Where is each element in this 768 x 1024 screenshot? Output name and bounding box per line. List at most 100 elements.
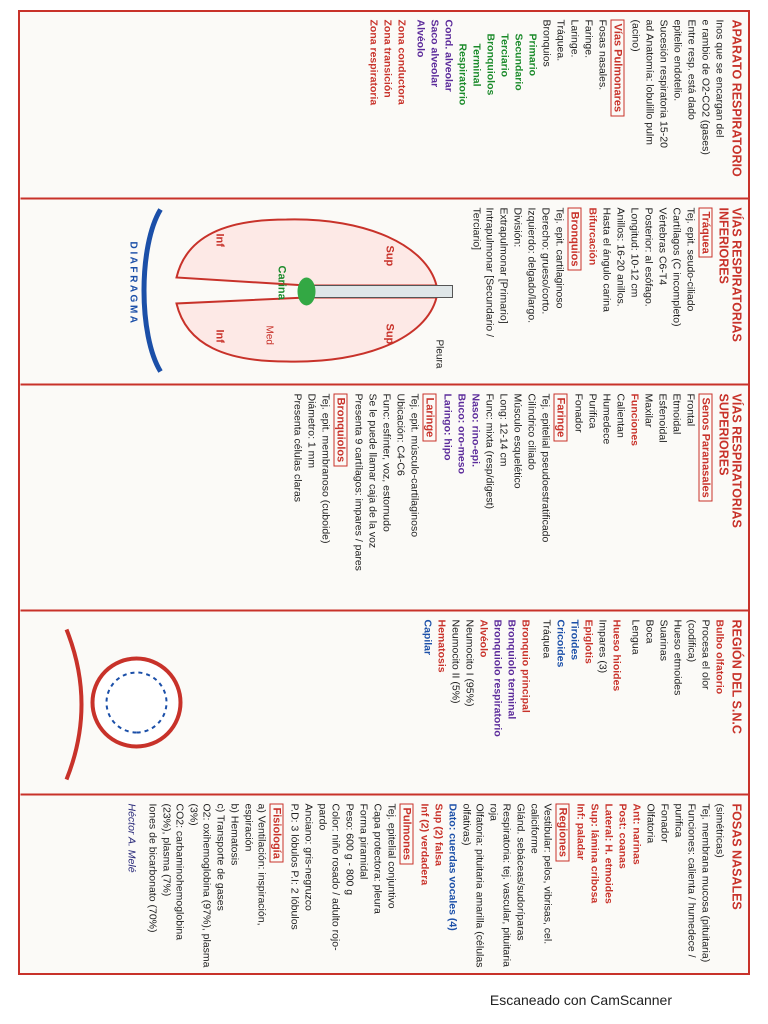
- rotated-content: Aparato Respiratorio Inos que se encarga…: [20, 12, 748, 973]
- text-line: CO2: carbaminohemoglobina (23%), plasma …: [160, 803, 186, 941]
- text-line: Inos que se encargan del: [713, 19, 726, 138]
- text-line: (codifica): [685, 619, 698, 663]
- diaphragm: [141, 208, 163, 373]
- diagram-label: Bronquiolo respiratorio: [491, 619, 504, 737]
- list-item: Bronquiolos: [484, 33, 497, 96]
- subsection-title: Laringe: [422, 393, 437, 602]
- text-line: Extrapulmonar [Primario]: [497, 207, 510, 324]
- right-lung: [175, 296, 438, 363]
- text-line: Inf (2) verdadera: [418, 803, 431, 886]
- list-item: Laringe.: [568, 19, 581, 58]
- text-line: Se le puede llamar caja de la voz: [366, 393, 379, 549]
- list-item: Ant: narinas: [630, 803, 643, 865]
- subsection-title: Senos Paranasales: [698, 393, 713, 602]
- list-item: Cond. alveolar: [442, 19, 455, 92]
- text-line: Boca: [643, 619, 656, 644]
- text-line: Iones de bicarbonato (70%): [146, 803, 159, 933]
- list-item: Purifica: [586, 393, 599, 429]
- section-title: Región del S.N.C: [729, 619, 744, 734]
- text-line: Intrapulmonar [Secundario / Terciario]: [470, 207, 496, 338]
- list-item: Post: coanas: [616, 803, 629, 869]
- text-line: epitelio endotelio.: [671, 19, 684, 102]
- bifurcacion-label: Bifurcación: [586, 207, 599, 266]
- text-line: Posterior: al esófago.: [642, 207, 655, 307]
- list-item: Sup: lámina cribosa: [588, 803, 601, 904]
- sup-left-label: Sup: [384, 246, 396, 267]
- list-item: Fonador: [572, 393, 585, 433]
- text-line: e rambio de O2-CO2 (gases): [699, 19, 712, 155]
- diafragma-label: D I A F R A G M A: [128, 242, 139, 323]
- section-title: Fosas Nasales: [729, 803, 744, 910]
- text-line: Dato: cuerdas vocales (4): [446, 803, 459, 931]
- text-line: Sucesión respiratoria 15-20: [657, 19, 670, 148]
- subsection-title: Vías Pulmonares: [610, 19, 625, 190]
- diagram-label: Tráquea: [540, 619, 553, 659]
- list-item: Frontal: [684, 393, 697, 427]
- text-line: Olfatoria: [644, 803, 657, 844]
- zone-label: Zona respiratoria: [367, 19, 380, 106]
- text-line: Bulbo olfatorio: [713, 619, 726, 695]
- text-line: Glánd. sebáceas/sudoríparas: [514, 803, 527, 941]
- list-item: Laringo: hipo: [441, 393, 454, 461]
- text-line: Cilíndrico ciliado: [525, 393, 538, 470]
- text-line: Hasta el ángulo carina: [600, 207, 613, 312]
- text-line: Sup (2) falsa: [432, 803, 445, 866]
- list-item: Tráquea.: [554, 19, 567, 62]
- text-line: Long: 12-14 cm: [497, 393, 510, 467]
- left-lung: [175, 218, 438, 287]
- subsection-title: Pulmones: [399, 803, 414, 969]
- list-item: Naso: rino-epi.: [469, 393, 482, 468]
- subsection-title: Funciones: [628, 393, 641, 447]
- subsection-title: Tráquea: [698, 207, 713, 376]
- carina-mark: [297, 277, 316, 306]
- section-title: Vías Respiratorias Superiores: [716, 393, 744, 528]
- list-item: Lateral: H. etmoides: [602, 803, 615, 904]
- text-line: Derecho: grueso/corto.: [539, 207, 552, 315]
- text-line: Músculo esquelético: [511, 393, 524, 489]
- section-title: Vías Respiratorias Inferiores: [716, 207, 744, 342]
- list-item: Bronquios: [540, 19, 553, 67]
- text-line: a) Ventilación: inspiración, espiración: [242, 803, 268, 926]
- notes-sheet: Aparato Respiratorio Inos que se encarga…: [18, 10, 750, 975]
- text-line: Cartílagos (C incompleto): [670, 207, 683, 327]
- text-line: Vértebras C6-T4: [656, 207, 669, 286]
- text-line: Lengua: [629, 619, 642, 655]
- text-line: P.D: 3 lóbulos P.I: 2 lóbulos: [288, 803, 301, 930]
- list-item: Respiratorio: [456, 43, 469, 106]
- text-line: Tej. epitelial conjuntivo: [385, 803, 398, 909]
- subsection-title: Bronquiolos: [333, 393, 348, 602]
- list-item: Primario: [526, 33, 539, 77]
- list-item: Etmoidal: [670, 393, 683, 435]
- diagram-label: Hueso hioides: [610, 619, 623, 692]
- subsection-title: Faringe: [553, 393, 568, 602]
- list-item: Buco: oro-meso: [455, 393, 468, 475]
- trachea: [312, 285, 453, 298]
- text-line: ad Anatomía: lobulillo pulm: [643, 19, 656, 146]
- med-label: Med: [264, 326, 275, 345]
- text-line: Suarinas: [657, 619, 670, 661]
- list-item: Alvéolo: [414, 19, 427, 58]
- text-line: División:: [511, 207, 524, 248]
- alveolus: [90, 656, 183, 749]
- list-item: Saco alveolar: [428, 19, 441, 88]
- text-line: Tej. epitelial pseudoestratificado: [539, 393, 552, 543]
- subsection-title: Bronquios: [567, 207, 582, 376]
- text-line: Longitud: 10-12 cm: [628, 207, 641, 298]
- text-line: Tej. epit. seudo-ciliado: [684, 207, 697, 312]
- text-line: Anillos: 16-20 anillos.: [614, 207, 627, 307]
- text-line: Tej. membrana mucosa (pituitaria): [699, 803, 712, 963]
- diagram-label: Bronquio principal: [519, 619, 532, 713]
- text-line: Forma piramidal: [357, 803, 370, 880]
- text-line: c) Transporte de gases: [214, 803, 227, 911]
- text-line: Color: niño rosado / adulto rojo-pardo: [316, 803, 342, 951]
- text-line: Capa protectora: pleura: [371, 803, 384, 914]
- pleura-label: Pleura: [434, 340, 445, 369]
- text-line: Fonador: [658, 803, 671, 843]
- list-item: Faringe.: [582, 19, 595, 59]
- column-vias-superiores: Vías Respiratorias Superiores Senos Para…: [31, 386, 747, 610]
- text-line: Respiratoria: tej. vascular, pituitaria …: [487, 803, 513, 967]
- text-line: Presenta células claras: [291, 393, 304, 503]
- text-line: Hueso etmoides: [671, 619, 684, 696]
- text-line: Presenta 9 cartílagos: impares / pares: [352, 393, 365, 571]
- capillary-vessel: [64, 628, 84, 781]
